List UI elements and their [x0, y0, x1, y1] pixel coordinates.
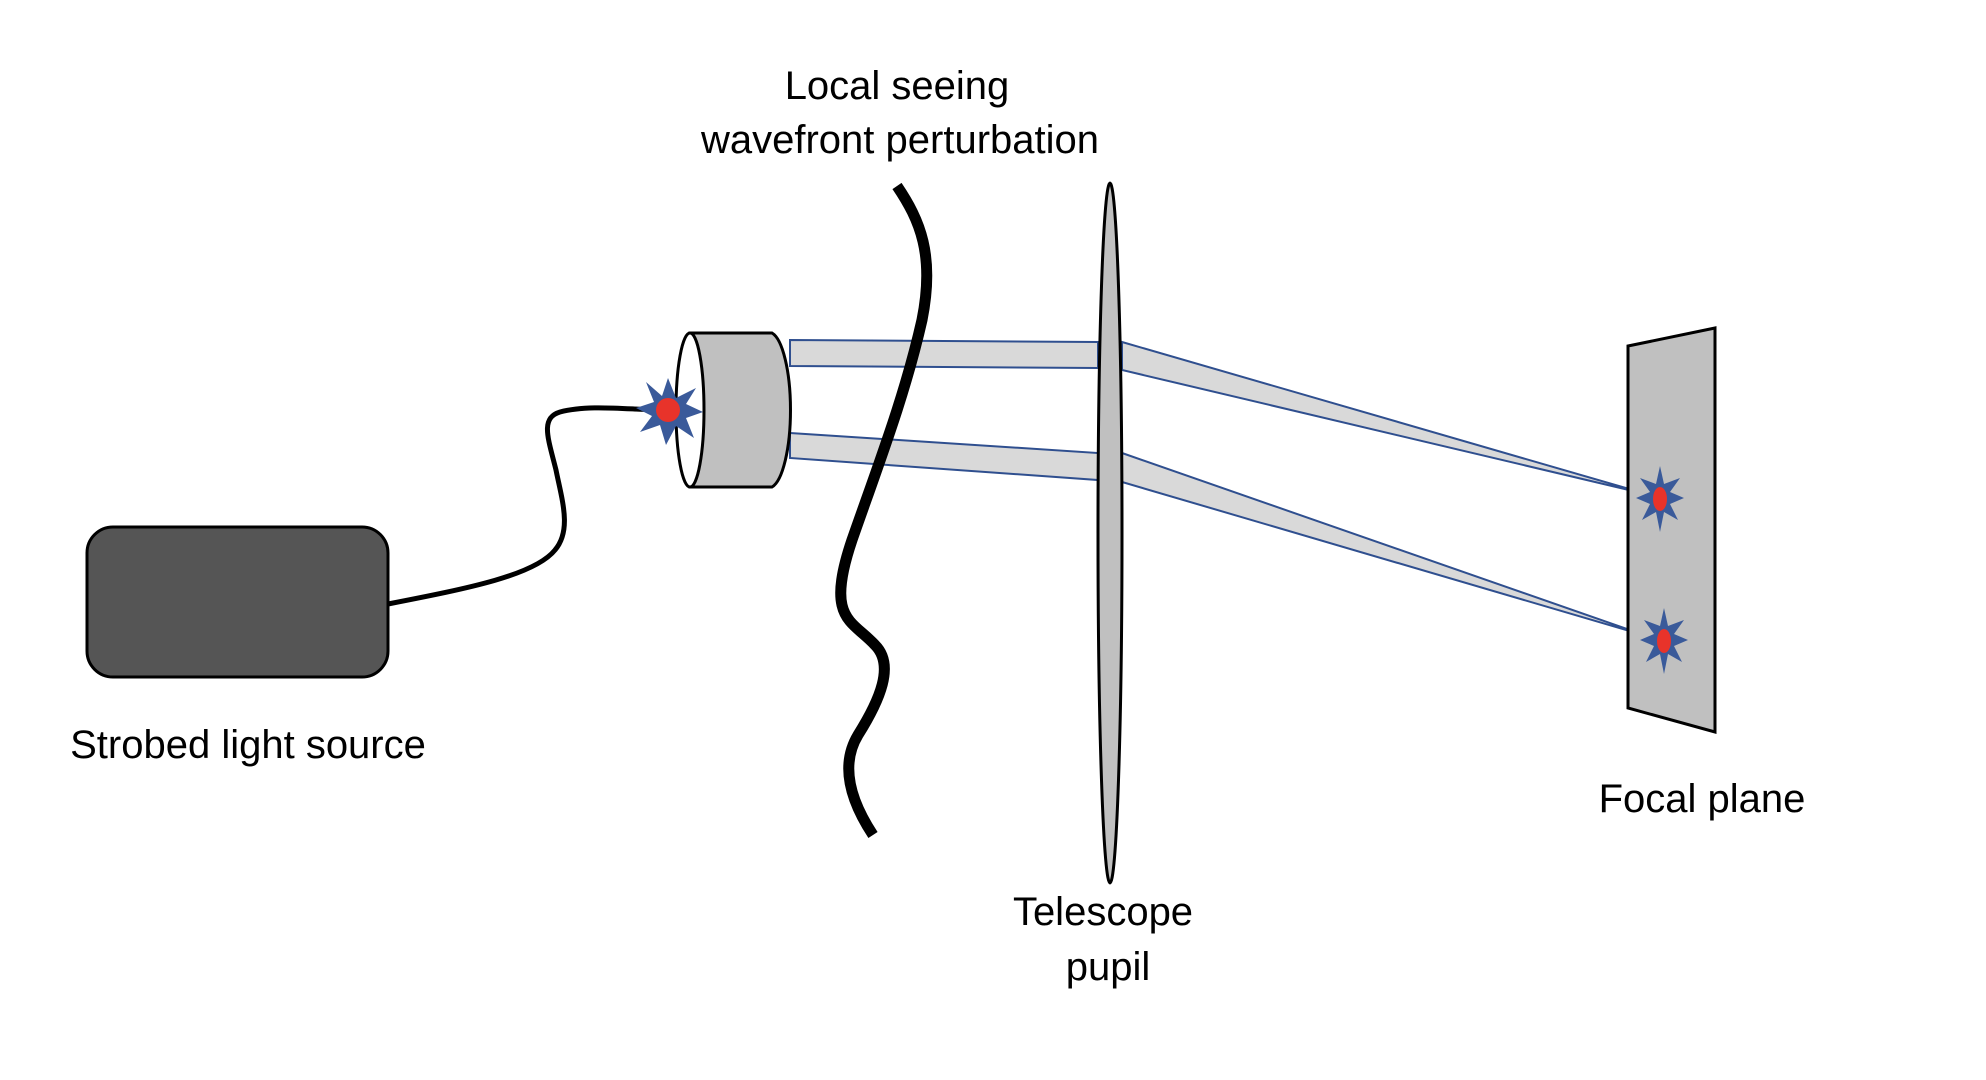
lower-collimated-beam [789, 431, 1099, 482]
focal-spot-lower-icon [1640, 608, 1688, 674]
focal-plane-label: Focal plane [1599, 777, 1806, 821]
seeing-label-line1: Local seeing [785, 64, 1010, 108]
fiber-cable [387, 405, 666, 607]
telescope-label-line2: pupil [1066, 945, 1151, 989]
source-star-icon [636, 378, 703, 445]
upper-collimated-beam [789, 338, 1099, 370]
light-source-label: Strobed light source [70, 723, 426, 767]
wavefront-perturbation-curve [835, 182, 933, 839]
telescope-pupil-lens [1096, 181, 1124, 885]
telescope-label-line1: Telescope [1013, 890, 1193, 934]
focal-plane-panel [1626, 326, 1717, 734]
upper-converging-beam [1121, 340, 1651, 496]
lower-converging-beam [1121, 451, 1651, 638]
focal-spot-upper-icon [1636, 466, 1684, 532]
strobed-light-source-box [85, 525, 390, 679]
seeing-label-line2: wavefront perturbation [700, 118, 1099, 162]
collimator-lens [674, 331, 792, 489]
